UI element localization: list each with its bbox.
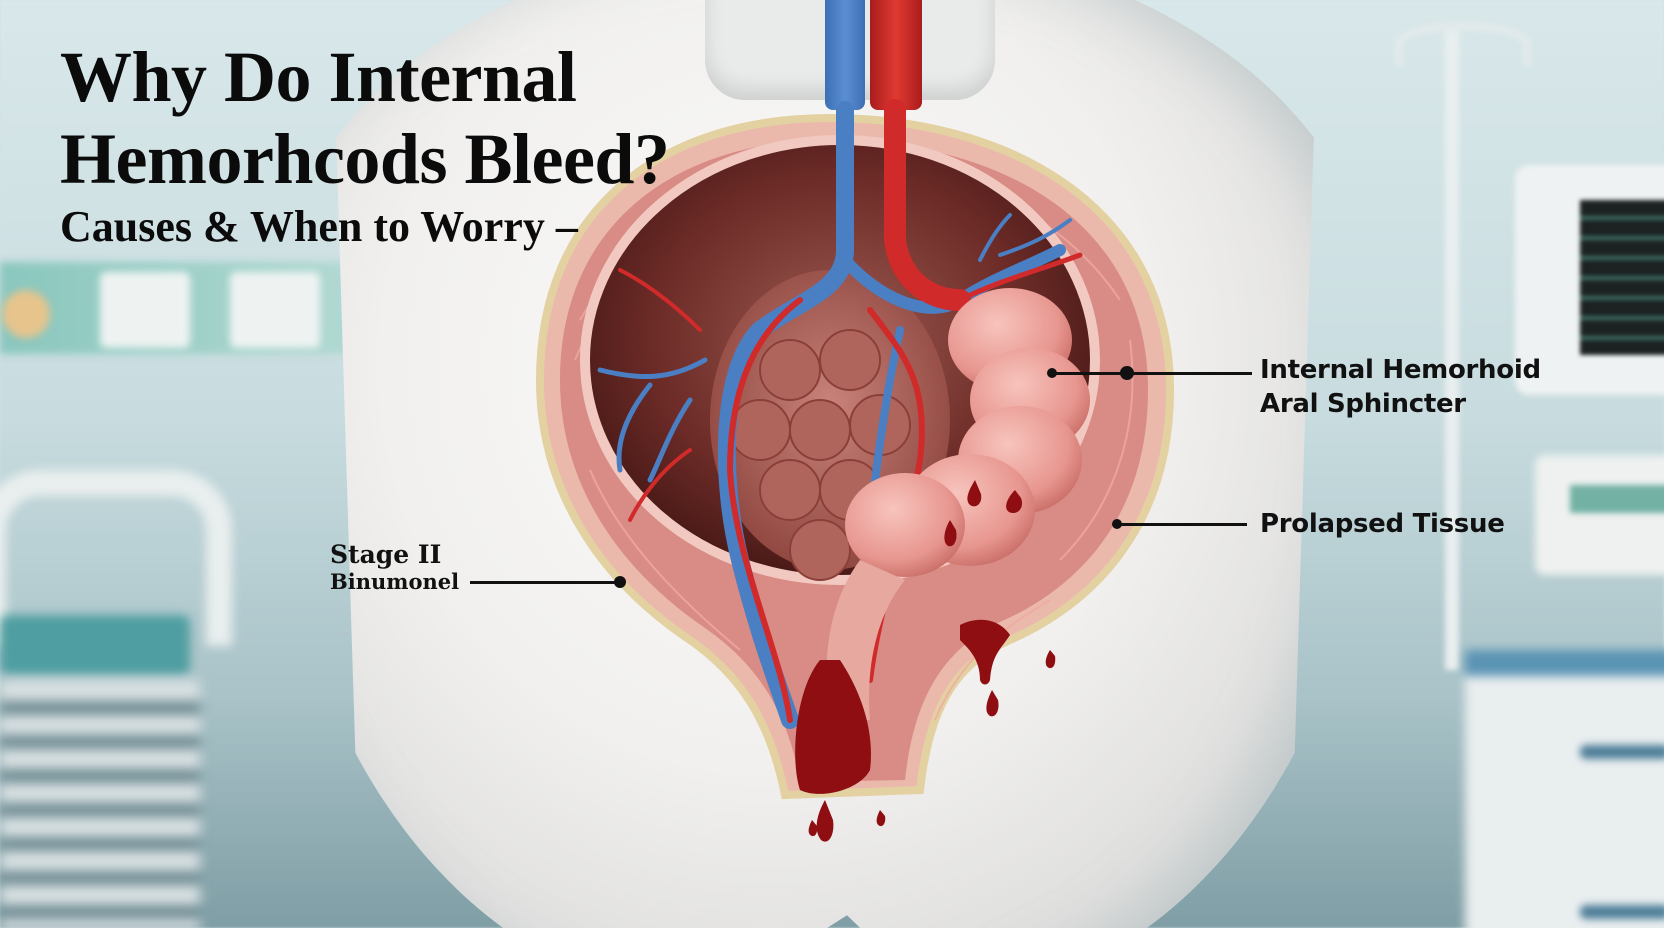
cart-drawer-handle: [1580, 905, 1664, 919]
leader-line-stage: [470, 581, 620, 584]
pointer-dot-sphincter: [1120, 366, 1134, 380]
page-subtitle: Causes & When to Worry –: [60, 202, 578, 251]
cart-drawer-handle: [1580, 745, 1664, 759]
wall-panel: [100, 272, 190, 348]
leader-line-prolapsed: [1117, 523, 1247, 526]
label-stage: Stage II Binumonel: [330, 541, 459, 595]
page-title: Why Do Internal Hemorhcods Bleed?: [60, 36, 670, 200]
arteries: [618, 99, 1083, 723]
title-line-2: Hemorhcods Bleed?: [60, 119, 670, 199]
medical-device: [1535, 455, 1664, 575]
hemorrhoid-cushion: [826, 288, 1090, 720]
label-internal-hemorrhoid: Internal Hemorhoid Aral Sphincter: [1260, 353, 1541, 421]
device-screen: [1570, 485, 1664, 513]
label-line-1: Internal Hemorhoid: [1260, 355, 1541, 385]
blood-drops: [795, 480, 1056, 842]
hospital-bed-frame: [0, 680, 200, 928]
iv-pole: [1445, 30, 1459, 670]
hospital-bed-mattress: [0, 615, 190, 675]
label-prolapsed-tissue: Prolapsed Tissue: [1260, 509, 1505, 539]
leader-line-hemorrhoid: [1052, 372, 1252, 375]
medical-cart: [1465, 650, 1664, 928]
wall-panel: [230, 272, 320, 348]
label-stage-line-2: Binumonel: [330, 569, 460, 594]
artery-top: [870, 0, 922, 110]
vein-top: [825, 0, 865, 110]
label-line-2: Aral Sphincter: [1260, 389, 1466, 419]
iv-pole-hook: [1395, 22, 1531, 66]
pointer-dot-stage: [614, 576, 626, 588]
monitor-screen: [1580, 200, 1664, 355]
wall-outlet-icon: [2, 290, 50, 338]
title-line-1: Why Do Internal: [60, 37, 577, 117]
label-stage-line-1: Stage II: [330, 540, 442, 569]
